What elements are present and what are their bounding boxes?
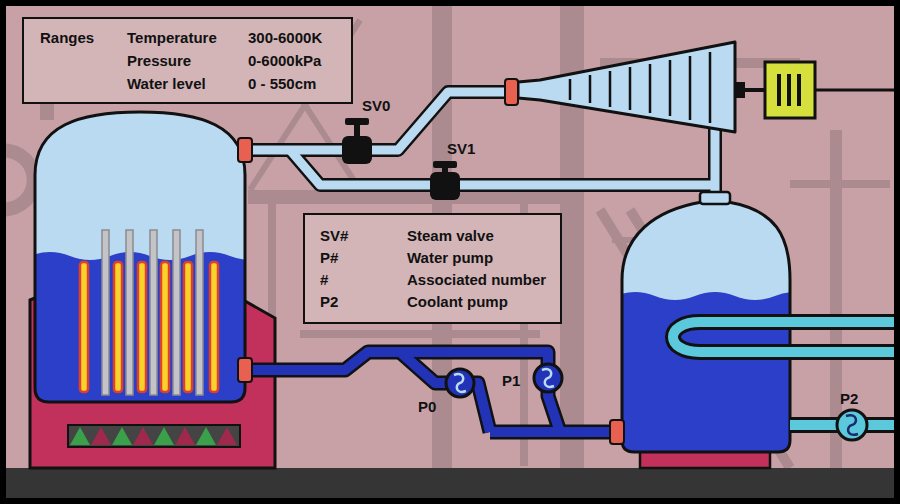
fuel-rod <box>80 262 88 392</box>
vent-strip <box>68 425 240 447</box>
steam-pipe <box>711 126 720 196</box>
pipe-flange <box>238 138 252 162</box>
turbine-hub <box>735 82 745 98</box>
key-text: Associated number <box>407 271 546 288</box>
water-pump <box>534 364 562 392</box>
range-text: 300-6000K <box>248 29 322 46</box>
range-text: Ranges <box>40 29 112 46</box>
control-rod <box>150 230 157 395</box>
generator-bar <box>777 74 781 106</box>
shaft <box>745 88 765 92</box>
reactor-water <box>30 230 270 410</box>
steam-valve <box>342 118 372 164</box>
generator-bar <box>787 74 791 106</box>
control-rod <box>102 230 109 395</box>
range-text: 0 - 550cm <box>248 75 322 92</box>
coolant-coil-outline <box>673 322 899 352</box>
generator <box>765 62 815 118</box>
key-text: Steam valve <box>407 227 546 244</box>
fuel-rod <box>138 262 146 392</box>
power-line <box>815 89 897 92</box>
water-pipe <box>250 352 400 370</box>
pump-swirl <box>542 369 554 387</box>
turbine-blades <box>570 52 710 123</box>
control-rod <box>173 230 180 395</box>
water-pipe-fill <box>250 352 614 432</box>
pump-label: P0 <box>418 398 436 415</box>
key-text: Coolant pump <box>407 293 546 310</box>
fuel-rod <box>210 262 218 392</box>
key-text: # <box>320 271 392 288</box>
vent-triangles <box>91 427 237 445</box>
valve-label: SV1 <box>447 140 475 157</box>
range-text: Temperature <box>127 29 233 46</box>
condenser-neck <box>700 192 730 204</box>
reactor-outline <box>35 112 245 402</box>
key-text: Water pump <box>407 249 546 266</box>
pump-swirl <box>846 415 858 435</box>
turbine <box>518 42 735 132</box>
water-pipe <box>490 427 614 437</box>
beam <box>560 0 584 470</box>
key-panel: SV# Steam valveP# Water pump # Associated nu… <box>303 213 562 324</box>
fuel-rod <box>184 262 192 392</box>
water-pipe <box>400 352 490 432</box>
water-pipe <box>250 352 400 370</box>
key-text: P# <box>320 249 392 266</box>
water-pipe <box>400 352 560 432</box>
beam <box>300 330 540 338</box>
valve-body <box>430 172 460 200</box>
fuel-rod <box>114 262 122 392</box>
valve-handle <box>345 118 369 125</box>
pump-label: P2 <box>840 390 858 407</box>
ranges-panel: Ranges Temperature 300-6000K Pressure 0-6000… <box>22 17 353 104</box>
valve-label: SV0 <box>362 97 390 114</box>
fuel-rods <box>80 262 218 392</box>
pipe-flange <box>238 358 252 382</box>
water-pipe <box>400 352 490 432</box>
pipe-flange <box>610 420 624 444</box>
coolant-pump <box>837 410 867 440</box>
water-pipe-outline <box>250 352 614 432</box>
platform <box>248 190 578 204</box>
coolant-coil <box>673 322 899 352</box>
pump-swirl <box>454 374 466 392</box>
valve-stem <box>354 124 360 138</box>
control-rod <box>126 230 133 395</box>
fuel-rod <box>161 262 169 392</box>
control-rod <box>196 230 203 395</box>
range-text: 0-6000kPa <box>248 52 322 69</box>
valve-body <box>342 136 372 164</box>
water-pump <box>446 369 474 397</box>
pump-label: P1 <box>502 372 520 389</box>
beam <box>790 180 890 188</box>
frame <box>3 3 897 501</box>
key-text: SV# <box>320 227 392 244</box>
steam-valve <box>430 161 460 200</box>
valve-handle <box>433 161 457 168</box>
generator-bar <box>797 74 801 106</box>
pipe-flange <box>505 79 518 105</box>
range-text: Pressure <box>127 52 233 69</box>
range-text: Water level <box>127 75 233 92</box>
key-text: P2 <box>320 293 392 310</box>
water-pipe <box>400 352 560 432</box>
control-rods <box>102 230 203 395</box>
water-pipe <box>490 425 614 440</box>
